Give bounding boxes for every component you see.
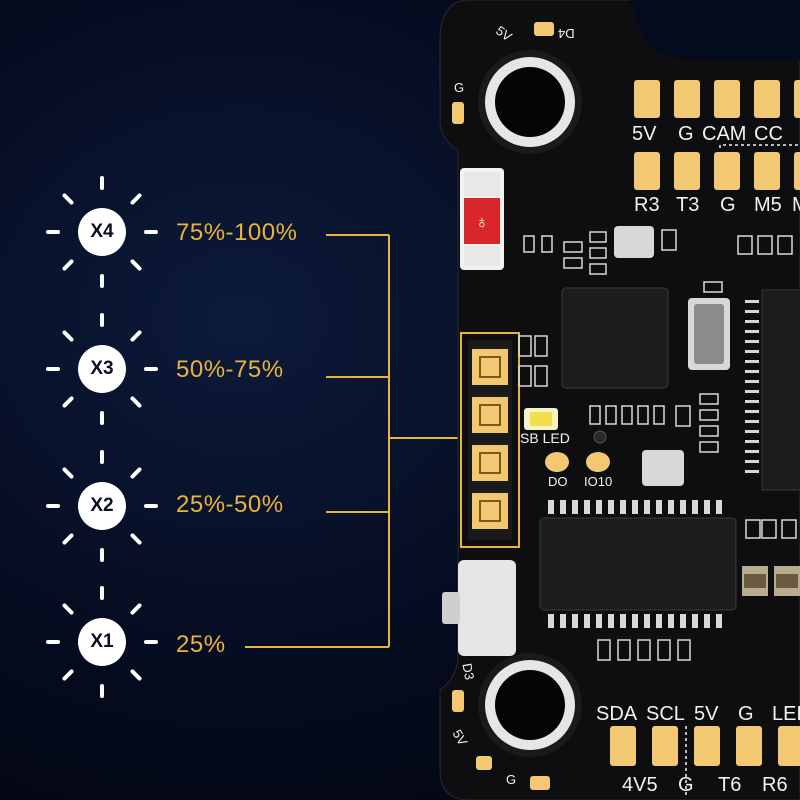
pad-label: M5 xyxy=(754,194,782,216)
pad-label: 4V5 xyxy=(622,774,658,796)
corner-label: G xyxy=(454,80,465,95)
pad-label: 5V xyxy=(694,703,719,725)
io10-label: IO10 xyxy=(584,474,613,489)
pad-label: CAM xyxy=(702,123,747,145)
pad-label: G xyxy=(720,194,736,216)
pad-label: 5V xyxy=(632,123,657,145)
led-bulb-icon: X4 xyxy=(78,208,126,256)
do-label: DO xyxy=(548,474,568,489)
pad-label: G xyxy=(678,123,694,145)
pad-label: G xyxy=(678,774,694,796)
pad-label: LED xyxy=(772,703,800,725)
corner-label: D3 xyxy=(459,662,478,681)
led-bulb-icon: X3 xyxy=(78,345,126,393)
svg-text:♁: ♁ xyxy=(475,212,489,232)
corner-label: D4 xyxy=(558,26,575,41)
led-bulb-icon: X2 xyxy=(78,482,126,530)
level-range: 50%-75% xyxy=(176,356,284,383)
brightness-indicator-x1: X1 xyxy=(42,582,162,702)
pad-label: SDA xyxy=(596,703,638,725)
led-bulb-icon: X1 xyxy=(78,618,126,666)
level-label: X2 xyxy=(90,495,114,516)
level-range: 25% xyxy=(176,631,226,658)
corner-label: G xyxy=(506,772,517,787)
sb-led-label: SB LED xyxy=(520,430,570,446)
brightness-indicator-x3: X3 xyxy=(42,309,162,429)
button-icon xyxy=(442,226,684,656)
brightness-indicator-x2: X2 xyxy=(42,446,162,566)
pad-label: R3 xyxy=(634,194,660,216)
level-range: 75%-100% xyxy=(176,219,298,246)
pad-label: M xyxy=(792,194,800,217)
led-strip-icon xyxy=(460,332,520,548)
pad-label: G xyxy=(738,703,754,725)
pad-label: SCL xyxy=(646,703,685,725)
pad-label: T3 xyxy=(676,194,700,216)
level-label: X3 xyxy=(90,358,114,379)
pad-label: CC xyxy=(754,123,783,145)
level-label: X4 xyxy=(90,221,114,242)
brightness-indicator-x4: X4 xyxy=(42,172,162,292)
mounting-hole-icon xyxy=(478,50,582,154)
level-range: 25%-50% xyxy=(176,491,284,518)
mounting-hole-icon xyxy=(478,653,582,757)
pad-label: R6 xyxy=(762,774,788,796)
level-label: X1 xyxy=(90,631,114,652)
pad-label: T6 xyxy=(718,774,742,796)
